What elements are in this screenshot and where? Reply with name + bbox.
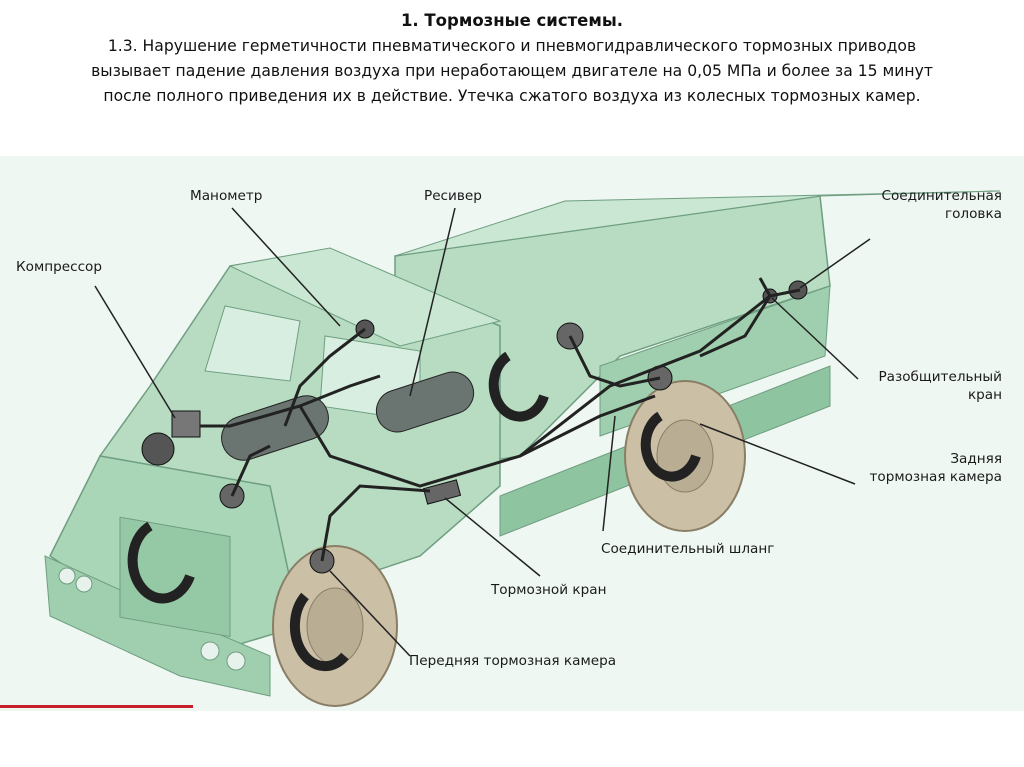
cab-roof bbox=[228, 247, 502, 347]
label-rear-brake-chamber-line-1: Задняя bbox=[950, 451, 1002, 467]
headlight-left-2 bbox=[75, 575, 93, 593]
label-rear-brake-chamber: Задняя тормозная камера bbox=[870, 450, 1003, 486]
compressor-pulley bbox=[141, 432, 175, 466]
label-compressor: Компрессор bbox=[16, 259, 102, 275]
label-coupling-head-line-2: головка bbox=[944, 206, 1002, 222]
paragraph-line-3: после полного приведения их в действие. … bbox=[103, 87, 921, 105]
air-pipes bbox=[200, 277, 801, 562]
cab-windshield bbox=[204, 305, 301, 382]
rear-right-brake-drum bbox=[640, 411, 701, 482]
paragraph-line-1: 1.3. Нарушение герметичности пневматичес… bbox=[107, 37, 917, 55]
front-left-brake-drum bbox=[127, 521, 195, 604]
cargo-bed-top bbox=[394, 190, 1001, 257]
label-separating-valve-line-2: кран bbox=[967, 387, 1002, 403]
label-manometer: Манометр bbox=[190, 188, 263, 204]
rear-left-brake-drum bbox=[488, 351, 549, 422]
label-separating-valve-line-1: Разобщительный bbox=[878, 369, 1002, 385]
slide-header: 1. Тормозные системы. 1.3. Нарушение гер… bbox=[0, 8, 1024, 109]
label-coupling-head-line-1: Соединительная bbox=[881, 188, 1002, 204]
grille bbox=[119, 516, 231, 638]
label-rear-brake-chamber-line-2: тормозная камера bbox=[869, 469, 1003, 485]
front-wheel-hub bbox=[306, 587, 364, 665]
headlight-right-2 bbox=[226, 651, 246, 671]
truck-diagram bbox=[44, 190, 1001, 707]
label-coupling-head: Соединительная головка bbox=[881, 187, 1002, 223]
label-brake-valve: Тормозной кран bbox=[491, 582, 607, 598]
compressor-unit bbox=[171, 410, 201, 438]
brake-valve-part bbox=[422, 479, 462, 505]
accent-bar bbox=[0, 705, 193, 708]
receiver-tank-front bbox=[221, 395, 329, 461]
label-receiver: Ресивер bbox=[424, 188, 482, 204]
front-right-brake-drum bbox=[289, 592, 349, 672]
label-connecting-hose: Соединительный шланг bbox=[601, 541, 775, 557]
rear-wheel-inner bbox=[656, 419, 714, 493]
headlight-left bbox=[58, 567, 76, 585]
receiver-tank-rear bbox=[375, 371, 475, 433]
label-front-brake-chamber: Передняя тормозная камера bbox=[409, 653, 617, 669]
headlight-right bbox=[200, 641, 220, 661]
label-separating-valve: Разобщительный кран bbox=[878, 368, 1002, 404]
brake-system-illustration: Манометр Ресивер Компрессор Соединительн… bbox=[0, 156, 1024, 711]
paragraph-line-2: вызывает падение давления воздуха при не… bbox=[91, 62, 933, 80]
slide-title: 1. Тормозные системы. bbox=[400, 11, 624, 30]
leader-lines bbox=[94, 207, 871, 657]
